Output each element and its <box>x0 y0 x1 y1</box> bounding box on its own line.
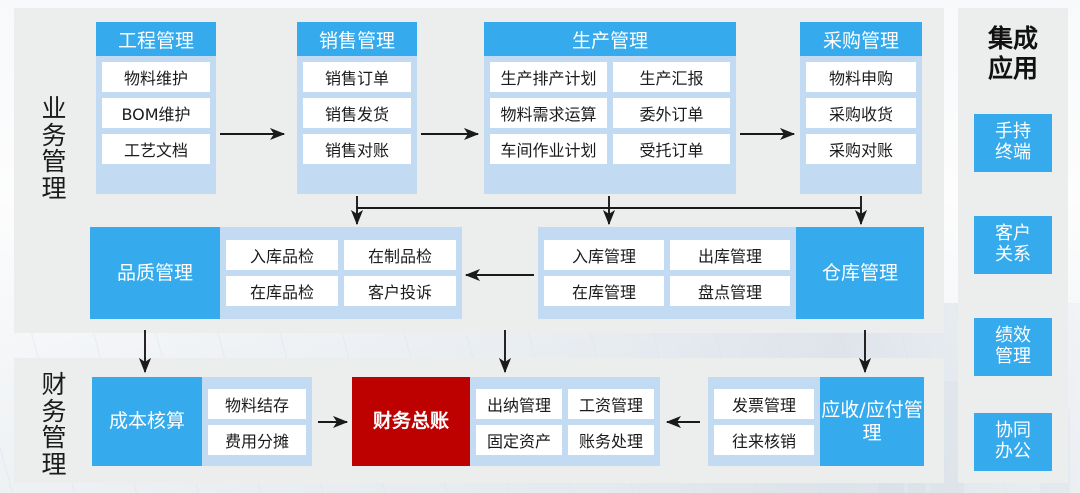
app-chip-line: 协同 <box>995 420 1031 442</box>
card-quality-management[interactable]: 品质管理 入库品检 在制品检 在库品检 客户投诉 <box>90 227 462 319</box>
card-item[interactable]: 受托订单 <box>613 134 730 164</box>
card-item[interactable]: 出库管理 <box>670 240 790 270</box>
integrated-apps-title: 集成 应用 <box>958 24 1068 83</box>
app-chip-customer-relations[interactable]: 客户 关系 <box>974 216 1052 274</box>
card-items: 出纳管理 工资管理 固定资产 账务处理 <box>470 377 660 466</box>
card-item[interactable]: 销售订单 <box>303 62 411 92</box>
card-title: 采购管理 <box>800 22 922 56</box>
card-item[interactable]: 发票管理 <box>714 388 814 419</box>
card-item[interactable]: 物料需求运算 <box>490 98 607 128</box>
app-chip-line: 办公 <box>995 441 1031 462</box>
card-item[interactable]: 车间作业计划 <box>490 134 607 164</box>
card-item[interactable]: 账务处理 <box>568 424 654 455</box>
app-chip-line: 关系 <box>995 244 1031 265</box>
card-item[interactable]: 生产排产计划 <box>490 62 607 92</box>
card-item[interactable]: 工艺文档 <box>102 134 210 164</box>
card-item[interactable]: 固定资产 <box>476 424 562 455</box>
app-chip-collaborative-office[interactable]: 协同 办公 <box>974 413 1052 471</box>
card-sales-management[interactable]: 销售管理 销售订单 销售发货 销售对账 <box>297 22 417 194</box>
card-item[interactable]: 入库管理 <box>544 240 664 270</box>
label-char: 理 <box>41 173 67 203</box>
apps-title-line: 应用 <box>987 53 1038 83</box>
card-item[interactable]: 销售发货 <box>303 98 411 128</box>
card-item[interactable]: 盘点管理 <box>670 276 790 306</box>
card-receivable-payable-management[interactable]: 发票管理 往来核销 应收/应付管理 <box>708 377 924 466</box>
app-chip-line: 客户 <box>995 223 1031 245</box>
label-char: 业 <box>41 94 67 123</box>
card-item[interactable]: 采购对账 <box>806 134 916 164</box>
app-chip-performance-management[interactable]: 绩效 管理 <box>974 318 1052 376</box>
card-item[interactable]: 在库品检 <box>226 276 338 306</box>
label-char: 管 <box>41 423 67 452</box>
card-items: 入库品检 在制品检 在库品检 客户投诉 <box>220 227 462 319</box>
section-label-finance: 财 务 管 理 <box>34 370 74 479</box>
card-purchasing-management[interactable]: 采购管理 物料申购 采购收货 采购对账 <box>800 22 922 194</box>
card-items: 发票管理 往来核销 <box>708 377 820 466</box>
card-item[interactable]: 在库管理 <box>544 276 664 306</box>
card-title: 销售管理 <box>297 22 417 56</box>
label-char: 理 <box>41 449 67 479</box>
card-item[interactable]: 生产汇报 <box>613 62 730 92</box>
card-items: 物料结存 费用分摊 <box>202 377 312 466</box>
card-warehouse-management[interactable]: 入库管理 出库管理 在库管理 盘点管理 仓库管理 <box>538 227 924 319</box>
card-item[interactable]: 工资管理 <box>568 388 654 419</box>
label-char: 管 <box>41 147 67 176</box>
card-item[interactable]: 采购收货 <box>806 98 916 128</box>
card-item[interactable]: 费用分摊 <box>208 424 306 455</box>
card-items: 物料申购 采购收货 采购对账 <box>800 56 922 170</box>
card-production-management[interactable]: 生产管理 生产排产计划 生产汇报 物料需求运算 委外订单 车间作业计划 受托订单 <box>484 22 736 194</box>
card-item[interactable]: 往来核销 <box>714 424 814 455</box>
card-engineering-management[interactable]: 工程管理 物料维护 BOM维护 工艺文档 <box>96 22 216 194</box>
card-item[interactable]: 客户投诉 <box>344 276 456 306</box>
card-item[interactable]: 入库品检 <box>226 240 338 270</box>
card-title: 品质管理 <box>90 227 220 319</box>
card-general-ledger[interactable]: 财务总账 出纳管理 工资管理 固定资产 账务处理 <box>352 377 660 466</box>
card-items: 入库管理 出库管理 在库管理 盘点管理 <box>538 227 796 319</box>
app-chip-line: 手持 <box>995 121 1031 143</box>
app-chip-line: 绩效 <box>995 325 1031 347</box>
card-item[interactable]: 在制品检 <box>344 240 456 270</box>
app-chip-line: 管理 <box>995 346 1031 367</box>
card-items: 生产排产计划 生产汇报 物料需求运算 委外订单 车间作业计划 受托订单 <box>484 56 736 170</box>
card-item[interactable]: 物料维护 <box>102 62 210 92</box>
card-title: 生产管理 <box>484 22 736 56</box>
card-title: 成本核算 <box>92 377 202 466</box>
card-item[interactable]: 销售对账 <box>303 134 411 164</box>
card-item[interactable]: 物料申购 <box>806 62 916 92</box>
card-item[interactable]: 委外订单 <box>613 98 730 128</box>
card-title: 仓库管理 <box>796 227 924 319</box>
card-title: 财务总账 <box>352 377 470 466</box>
app-chip-line: 终端 <box>995 142 1031 163</box>
label-char: 务 <box>41 120 67 150</box>
label-char: 务 <box>41 396 67 426</box>
card-title: 工程管理 <box>96 22 216 56</box>
card-items: 物料维护 BOM维护 工艺文档 <box>96 56 216 170</box>
card-item[interactable]: 出纳管理 <box>476 388 562 419</box>
label-char: 财 <box>41 370 67 399</box>
card-cost-accounting[interactable]: 成本核算 物料结存 费用分摊 <box>92 377 312 466</box>
card-item[interactable]: BOM维护 <box>102 98 210 128</box>
card-title: 应收/应付管理 <box>820 377 924 466</box>
section-label-business: 业 务 管 理 <box>34 94 74 203</box>
apps-title-line: 集成 <box>987 24 1038 53</box>
card-items: 销售订单 销售发货 销售对账 <box>297 56 417 170</box>
app-chip-handheld-terminal[interactable]: 手持 终端 <box>974 114 1052 172</box>
card-item[interactable]: 物料结存 <box>208 388 306 419</box>
